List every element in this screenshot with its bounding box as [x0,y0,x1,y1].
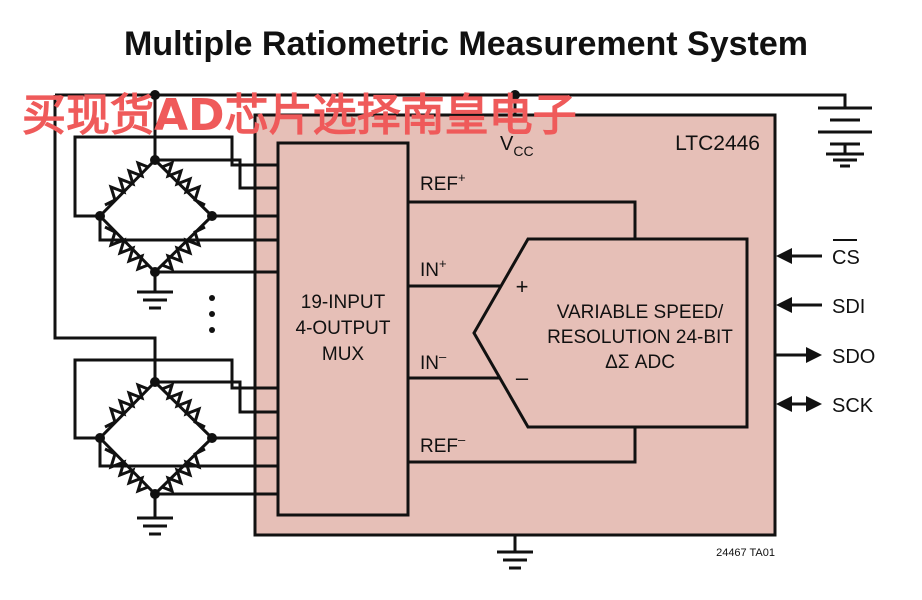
vcc-main: V [500,133,514,155]
in-minus-label: IN– [420,349,447,374]
vcc-label: VCC [500,133,534,159]
chip-label: LTC2446 [675,132,760,155]
sdo-arrow [776,347,822,363]
sdo-label: SDO [832,346,875,368]
adc-minus-sign: – [516,365,529,390]
ref-plus-main: REF [420,174,458,195]
adc-line1: VARIABLE SPEED/ [557,302,724,323]
ref-minus-main: REF [420,436,458,457]
adc-line2: RESOLUTION 24-BIT [547,327,733,348]
in-minus-main: IN [420,353,439,374]
vcc-sub: CC [513,143,533,159]
adc-plus-sign: + [516,274,529,299]
cs-arrow [776,248,822,264]
adc-line3: ΔΣ ADC [605,352,675,373]
cs-label: CS [832,247,860,269]
ground-chip [497,535,533,570]
in-minus-sup: – [439,349,447,364]
ground-bridge-2 [137,516,173,536]
ref-plus-sup: + [458,170,466,185]
ref-minus-label: REF– [420,432,466,457]
adc-block [472,237,749,429]
vcc-junction [510,90,520,100]
mux-block [276,141,410,517]
ref-minus-sup: – [458,432,466,447]
bridge-2-zigzags [104,382,206,494]
mux-line2: 4-OUTPUT [296,318,391,339]
sdi-label: SDI [832,296,865,318]
in-plus-main: IN [420,260,439,281]
sck-arrow [776,396,822,412]
mux-line1: 19-INPUT [301,292,386,313]
watermark: 买现货AD芯片选择南皇电子 [22,90,577,141]
supply-rail [55,93,847,108]
sdi-arrow [776,297,822,313]
ref-plus-label: REF+ [420,170,466,195]
battery-symbol [818,106,872,168]
ref-minus-wire [408,427,637,464]
figure-code: 24467 TA01 [716,547,775,559]
bridge-2-wiring [53,95,278,518]
in-plus-sup: + [439,256,447,271]
mux-line3: MUX [322,344,365,365]
bridge-1-wiring [73,95,278,292]
ref-plus-wire [408,200,637,239]
in-plus-label: IN+ [420,256,447,281]
more-bridges-ellipsis [209,295,215,333]
bridge-1-nodes [95,155,217,277]
bridge-1-zigzags [104,160,206,272]
diagram-title: Multiple Ratiometric Measurement System [124,25,808,63]
sck-label: SCK [832,395,874,417]
bridge-1-resistors [97,157,215,275]
bridge-2-nodes [95,377,217,499]
bridge-2-resistors [97,379,215,497]
ground-bridge-1 [137,290,173,310]
